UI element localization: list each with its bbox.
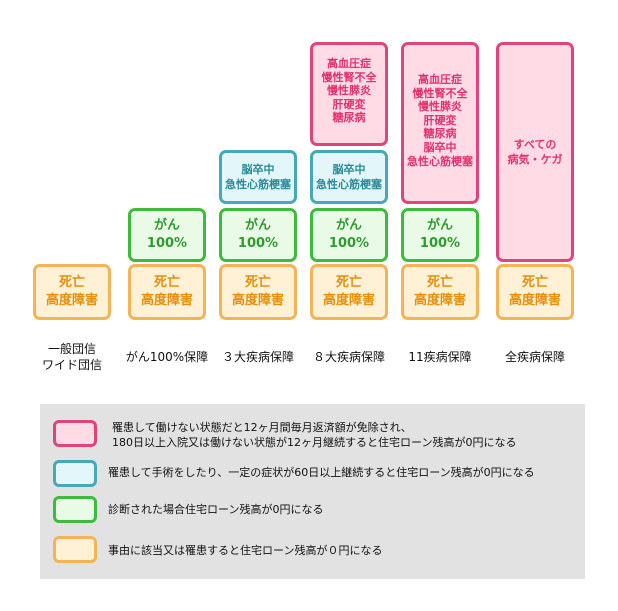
legend-panel: 罹患して働けない状態だと12ヶ月間毎月返済額が免除され、 180日以上入院又は働…: [40, 404, 585, 579]
label-line2: ワイド団信: [41, 358, 102, 372]
disease-text: 急性心筋梗塞: [407, 154, 473, 168]
death-text: 死亡: [58, 275, 85, 290]
legend-swatch-cyan: [53, 460, 97, 487]
stroke-text: 脳卒中: [241, 163, 275, 176]
legend-text-green: 診断された場合住宅ローン残高が0円になる: [108, 503, 324, 516]
chronic-box-col5: 高血圧症 慢性腎不全 慢性膵炎 肝硬変 糖尿病 脳卒中 急性心筋梗塞: [401, 42, 479, 204]
death-box-col1: 死亡 高度障害: [33, 264, 111, 320]
legend-swatch-pink: [53, 420, 97, 447]
disease-text: 脳卒中: [423, 140, 457, 154]
heart-attack-text: 急性心筋梗塞: [225, 178, 291, 191]
cancer-box-col4: がん 100%: [310, 208, 388, 262]
cancer-text: がん: [335, 218, 362, 233]
stroke-text: 脳卒中: [332, 163, 366, 176]
disease-text: 慢性膵炎: [327, 84, 371, 98]
death-box-col3: 死亡 高度障害: [219, 264, 297, 320]
death-text: 死亡: [521, 275, 548, 290]
disease-text: 高血圧症: [327, 57, 371, 70]
cancer-box-col2: がん 100%: [128, 208, 206, 262]
death-text: 死亡: [335, 275, 362, 290]
column-label-cancer: がん100%保障: [125, 350, 209, 364]
column-label-general: 一般団信 ワイド団信: [22, 341, 122, 373]
stroke-box-col3: 脳卒中 急性心筋梗塞: [219, 150, 297, 204]
legend-pink-line2: 180日以上入院又は働けない状態が12ヶ月継続すると住宅ローン残高が0円になる: [112, 436, 517, 449]
disease-text: 慢性腎不全: [321, 70, 377, 84]
disease-text: 慢性膵炎: [418, 100, 462, 114]
disability-text: 高度障害: [231, 293, 284, 308]
disability-text: 高度障害: [413, 293, 466, 308]
column-label-all-diseases: 全疾病保障: [504, 350, 565, 364]
all-text: すべての: [513, 138, 557, 151]
cancer-percent: 100%: [146, 236, 188, 251]
legend-swatch-orange: [53, 536, 97, 563]
all-illness-box-col6: すべての 病気・ケガ: [496, 42, 574, 262]
disability-text: 高度障害: [508, 293, 561, 308]
death-text: 死亡: [426, 275, 453, 290]
cancer-box-col5: がん 100%: [401, 208, 479, 262]
chronic-box-col4: 高血圧症 慢性腎不全 慢性膵炎 肝硬変 糖尿病: [310, 42, 388, 146]
disease-text: 高血圧症: [418, 73, 462, 86]
legend-text-orange: 事由に該当又は罹患すると住宅ローン残高が０円になる: [108, 544, 383, 557]
disability-text: 高度障害: [322, 293, 375, 308]
column-label-11-diseases: 11疾病保障: [408, 350, 472, 364]
death-box-col2: 死亡 高度障害: [128, 264, 206, 320]
legend-swatch-green: [53, 496, 97, 523]
cancer-text: がん: [426, 218, 453, 233]
disease-text: 糖尿病: [332, 111, 366, 125]
death-box-col6: 死亡 高度障害: [496, 264, 574, 320]
disease-text: 慢性腎不全: [412, 86, 468, 100]
label-line1: 一般団信: [47, 342, 96, 356]
disability-text: 高度障害: [45, 293, 98, 308]
column-label-3-diseases: ３大疾病保障: [221, 350, 294, 364]
cancer-text: がん: [153, 218, 180, 233]
legend-pink-line1: 罹患して働けない状態だと12ヶ月間毎月返済額が免除され、: [112, 421, 412, 434]
cancer-percent: 100%: [328, 236, 370, 251]
legend-text-pink: 罹患して働けない状態だと12ヶ月間毎月返済額が免除され、 180日以上入院又は働…: [112, 420, 516, 450]
death-text: 死亡: [153, 275, 180, 290]
death-box-col4: 死亡 高度障害: [310, 264, 388, 320]
heart-attack-text: 急性心筋梗塞: [316, 178, 382, 191]
disease-text: 糖尿病: [423, 127, 457, 141]
cancer-percent: 100%: [419, 236, 461, 251]
death-box-col5: 死亡 高度障害: [401, 264, 479, 320]
cancer-percent: 100%: [237, 236, 279, 251]
column-label-8-diseases: ８大疾病保障: [312, 350, 385, 364]
legend-text-cyan: 罹患して手術をしたり、一定の症状が60日以上継続すると住宅ローン残高が0円になる: [108, 466, 535, 479]
disease-text: 肝硬変: [423, 113, 457, 127]
death-text: 死亡: [244, 275, 271, 290]
disability-text: 高度障害: [140, 293, 193, 308]
illness-injury-text: 病気・ケガ: [507, 153, 563, 166]
stroke-box-col4: 脳卒中 急性心筋梗塞: [310, 150, 388, 204]
disease-text: 肝硬変: [332, 97, 366, 111]
cancer-box-col3: がん 100%: [219, 208, 297, 262]
cancer-text: がん: [244, 218, 271, 233]
